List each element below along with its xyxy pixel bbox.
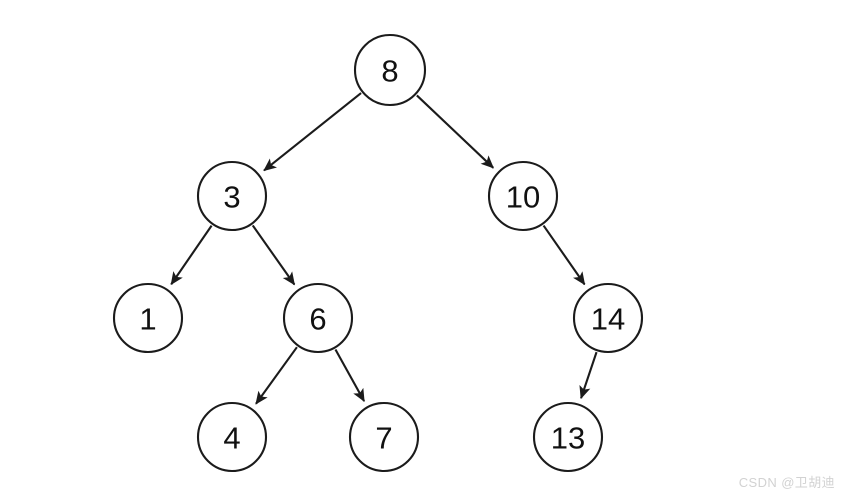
node-label-7: 7: [375, 421, 392, 456]
node-circle-8: [353, 33, 427, 107]
tree-node-4[interactable]: 4: [196, 401, 268, 473]
tree-node-10[interactable]: 10: [487, 160, 559, 232]
tree-edge-6-to-4: [255, 346, 298, 405]
tree-node-6[interactable]: 6: [282, 282, 354, 354]
node-circle-14: [572, 282, 644, 354]
tree-node-1[interactable]: 1: [112, 282, 184, 354]
node-label-4: 4: [223, 421, 240, 456]
node-circle-7: [348, 401, 420, 473]
tree-edge-8-to-3: [263, 92, 362, 172]
node-layer: 8 3 10 1 6 14 4 7 13: [112, 33, 644, 473]
node-label-1: 1: [139, 302, 156, 337]
edge-layer: [170, 92, 598, 405]
tree-node-14[interactable]: 14: [572, 282, 644, 354]
node-label-13: 13: [551, 421, 585, 456]
tree-edge-3-to-1: [170, 225, 213, 286]
node-label-3: 3: [223, 180, 240, 215]
tree-edge-8-to-10: [416, 94, 494, 169]
tree-edge-3-to-6: [251, 224, 296, 286]
node-circle-10: [487, 160, 559, 232]
node-circle-13: [532, 401, 604, 473]
node-label-8: 8: [381, 54, 398, 89]
tree-node-3[interactable]: 3: [196, 160, 268, 232]
watermark-text: CSDN @卫胡迪: [738, 475, 835, 490]
node-circle-6: [282, 282, 354, 354]
node-circle-1: [112, 282, 184, 354]
node-label-6: 6: [309, 302, 326, 337]
tree-edge-6-to-7: [334, 348, 366, 403]
tree-node-7[interactable]: 7: [348, 401, 420, 473]
tree-edge-14-to-13: [579, 351, 598, 400]
tree-node-8[interactable]: 8: [353, 33, 427, 107]
node-circle-4: [196, 401, 268, 473]
node-label-14: 14: [591, 302, 625, 337]
tree-node-13[interactable]: 13: [532, 401, 604, 473]
tree-edge-10-to-14: [542, 224, 586, 286]
node-label-10: 10: [506, 180, 540, 215]
node-circle-3: [196, 160, 268, 232]
